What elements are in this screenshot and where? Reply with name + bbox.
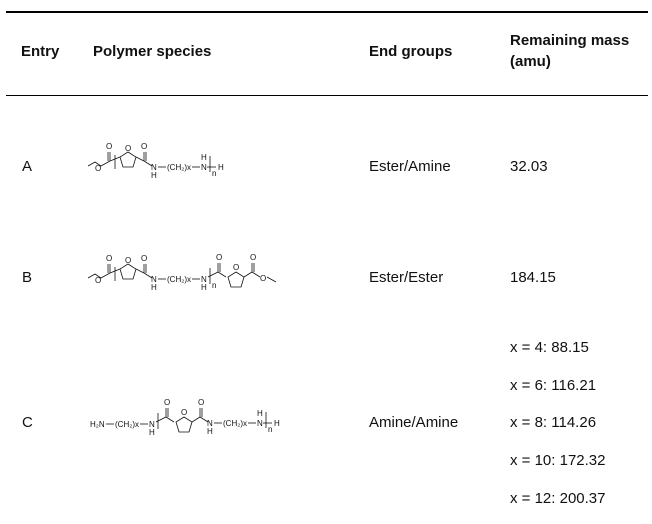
end-groups: Amine/Amine xyxy=(369,414,459,431)
header-remaining-mass-unit: (amu) xyxy=(510,53,551,70)
svg-text:O: O xyxy=(106,142,112,151)
svg-text:O: O xyxy=(106,254,112,263)
svg-text:n: n xyxy=(268,425,272,434)
svg-text:O: O xyxy=(141,142,147,151)
header-polymer-species: Polymer species xyxy=(93,43,212,60)
svg-text:H: H xyxy=(207,427,213,436)
svg-text:O: O xyxy=(141,254,147,263)
svg-text:(CH₂)x: (CH₂)x xyxy=(115,420,139,429)
entry-label: A xyxy=(22,158,33,175)
svg-text:O: O xyxy=(95,164,101,173)
entry-label: C xyxy=(22,414,33,431)
svg-text:(CH₂)x: (CH₂)x xyxy=(223,419,247,428)
svg-text:N: N xyxy=(201,163,207,172)
svg-text:(CH₂)x: (CH₂)x xyxy=(167,163,191,172)
polymer-B-structure-icon: O O O O N H (CH₂)x N H n O O xyxy=(87,253,277,292)
svg-text:N: N xyxy=(207,419,213,428)
svg-text:(CH₂)x: (CH₂)x xyxy=(167,275,191,284)
svg-text:H: H xyxy=(201,153,207,162)
svg-text:O: O xyxy=(198,398,204,407)
remaining-mass-value: x = 12: 200.37 xyxy=(510,490,606,507)
header-end-groups: End groups xyxy=(369,43,453,60)
svg-text:O: O xyxy=(260,274,266,283)
svg-text:N: N xyxy=(257,419,263,428)
svg-text:N: N xyxy=(201,275,207,284)
end-groups: Ester/Amine xyxy=(369,158,451,175)
end-groups: Ester/Ester xyxy=(369,269,444,286)
svg-text:O: O xyxy=(125,144,131,153)
svg-text:O: O xyxy=(233,263,239,272)
header-bottom-rule xyxy=(6,95,648,96)
remaining-mass-value: x = 10: 172.32 xyxy=(510,452,606,469)
svg-text:H: H xyxy=(201,283,207,292)
entry-label: B xyxy=(22,269,33,286)
svg-text:O: O xyxy=(181,408,187,417)
svg-text:H: H xyxy=(151,171,157,180)
svg-text:O: O xyxy=(95,276,101,285)
remaining-mass-value: x = 4: 88.15 xyxy=(510,339,589,356)
svg-text:O: O xyxy=(216,253,222,262)
svg-text:H: H xyxy=(151,283,157,292)
svg-text:O: O xyxy=(164,398,170,407)
svg-text:N: N xyxy=(149,420,155,429)
svg-text:H₂N: H₂N xyxy=(90,420,105,429)
polymer-C-structure-icon: H₂N (CH₂)x N H O O O N H (CH₂)x N H xyxy=(90,398,280,437)
svg-text:N: N xyxy=(151,163,157,172)
svg-text:H: H xyxy=(257,409,263,418)
remaining-mass-value: x = 8: 114.26 xyxy=(510,414,597,431)
remaining-mass-value: 184.15 xyxy=(510,269,556,286)
svg-text:O: O xyxy=(125,256,131,265)
svg-text:H: H xyxy=(149,428,155,437)
header-remaining-mass: Remaining mass xyxy=(510,32,630,49)
svg-text:n: n xyxy=(212,169,216,178)
svg-text:n: n xyxy=(212,281,216,290)
svg-text:H: H xyxy=(218,163,224,172)
svg-text:H: H xyxy=(274,419,280,428)
remaining-mass-value: x = 6: 116.21 xyxy=(510,377,597,394)
header-entry: Entry xyxy=(21,43,60,60)
svg-text:O: O xyxy=(250,253,256,262)
remaining-mass-value: 32.03 xyxy=(510,158,548,175)
polymer-A-structure-icon: O O O O N H (CH₂)x N H n H xyxy=(87,142,224,180)
svg-text:N: N xyxy=(151,275,157,284)
table-top-rule xyxy=(6,11,648,13)
